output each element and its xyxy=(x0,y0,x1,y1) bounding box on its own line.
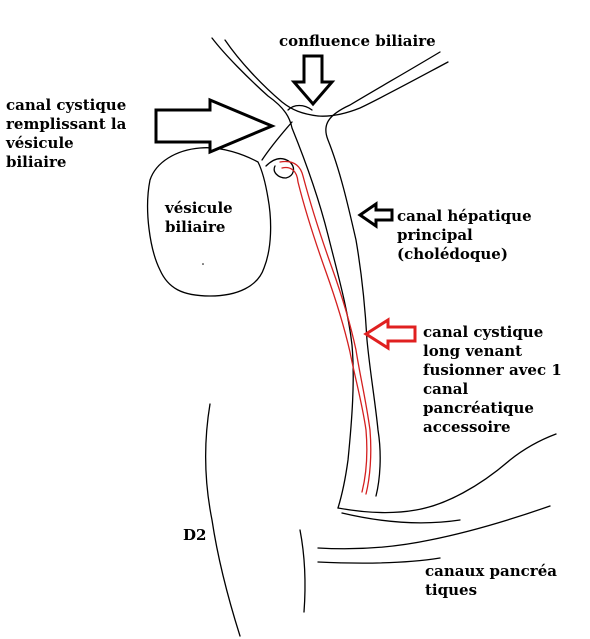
gallbladder-outline xyxy=(146,147,272,297)
hepatic-duct-arrow xyxy=(357,201,394,229)
pancreatic-duct-lower xyxy=(317,505,551,550)
confluence-notch xyxy=(287,104,313,111)
label-cystic-duct-filling: canal cystique remplissant la vésicule b… xyxy=(6,96,127,171)
hepatic-duct-right-wall xyxy=(325,51,441,497)
label-pancreatic-ducts: canaux pancréa tiques xyxy=(425,562,557,599)
confluence-arrow xyxy=(290,54,336,107)
long-cystic-duct-inner xyxy=(281,166,368,493)
label-d2: D2 xyxy=(183,526,207,544)
left-hepatic-branch xyxy=(224,39,319,117)
duodenum-inner-wall xyxy=(299,529,306,613)
pancreatic-duct-upper xyxy=(337,433,557,514)
long-cystic-duct-outer xyxy=(279,160,372,495)
right-hepatic-branch xyxy=(317,61,449,117)
long-cystic-arrow xyxy=(363,317,417,351)
label-gallbladder: vésicule biliaire xyxy=(165,199,233,236)
pancreatic-duct-middle xyxy=(341,512,461,524)
gallbladder-dot xyxy=(202,263,204,265)
pancreatic-duct-bottom xyxy=(317,557,441,564)
label-hepatic-duct: canal hépatique principal (cholédoque) xyxy=(397,207,532,263)
hepatic-duct-left-wall xyxy=(211,37,354,509)
cystic-neck-junction xyxy=(261,121,295,179)
label-confluence: confluence biliaire xyxy=(279,32,436,50)
cystic-junction-arrow xyxy=(154,97,276,155)
duodenum-wall xyxy=(205,403,241,637)
label-long-cystic-duct: canal cystique long venant fusionner ave… xyxy=(423,323,562,436)
